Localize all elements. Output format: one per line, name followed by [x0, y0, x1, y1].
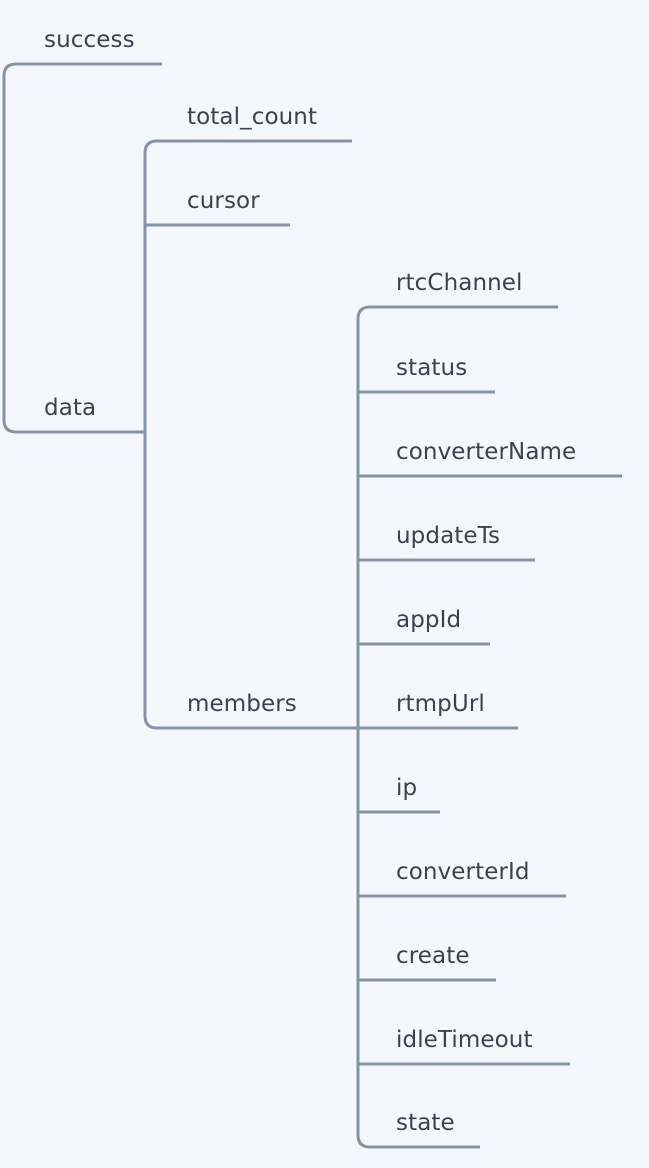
tree-node-label-data[interactable]: data	[44, 395, 97, 421]
spine-spine-root	[2, 62, 17, 434]
tree-node-label-appId[interactable]: appId	[396, 607, 462, 633]
tree-node-label-updateTs[interactable]: updateTs	[396, 523, 501, 549]
tree-node-label-status[interactable]: status	[396, 355, 468, 381]
tree-node-label-rtcChannel[interactable]: rtcChannel	[396, 270, 523, 296]
tree-node-label-rtmpUrl[interactable]: rtmpUrl	[396, 691, 485, 717]
spine-spine-data	[143, 139, 158, 730]
tree-node-label-create[interactable]: create	[396, 943, 470, 969]
tree-node-label-converterId[interactable]: converterId	[396, 859, 530, 885]
tree-node-label-members[interactable]: members	[187, 691, 297, 717]
tree-node-label-state[interactable]: state	[396, 1110, 455, 1136]
tree-node-label-total_count[interactable]: total_count	[187, 104, 318, 130]
tree-node-label-success[interactable]: success	[44, 27, 135, 53]
tree-node-label-ip[interactable]: ip	[396, 775, 418, 801]
tree-node-label-converterName[interactable]: converterName	[396, 439, 577, 465]
tree-node-label-cursor[interactable]: cursor	[187, 188, 260, 214]
tree-node-label-idleTimeout[interactable]: idleTimeout	[396, 1027, 533, 1053]
